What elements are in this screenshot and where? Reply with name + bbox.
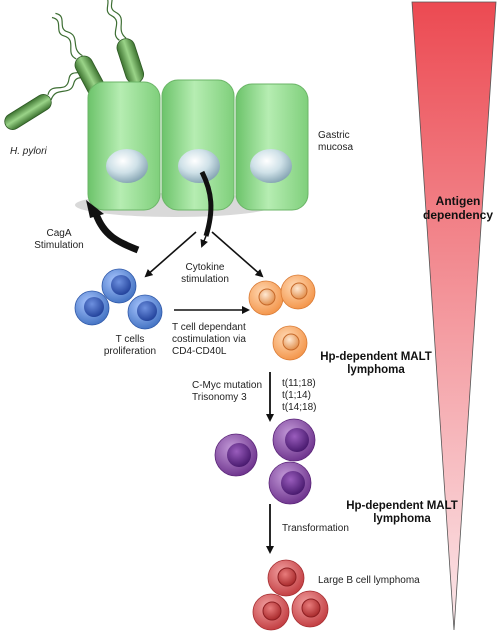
nucleus: [250, 149, 292, 183]
caga-line2: Stimulation: [34, 240, 84, 251]
translocation-1: t(11;18): [282, 378, 316, 389]
mucosa-cell: [235, 83, 309, 211]
hp-malt-1-line1: Hp-dependent MALT: [320, 351, 432, 363]
orange-cell: [272, 325, 308, 361]
t-cell: [101, 268, 137, 304]
hp-malt-2-line1: Hp-dependent MALT: [346, 500, 458, 512]
h-pylori-bacterium-icon: [102, 0, 145, 84]
purple-cell: [214, 433, 258, 477]
translocation-2: t(1;14): [282, 390, 311, 401]
translocation-3: t(14;18): [282, 402, 317, 413]
antigen-dependency-label: Antigen dependency: [418, 194, 498, 222]
hp-malt-lymphoma-label-2: Hp-dependent MALT lymphoma: [340, 500, 464, 526]
large-b-cell: [252, 593, 290, 631]
orange-cell: [248, 280, 284, 316]
trisomy-line2: Trisonomy 3: [192, 392, 247, 403]
mucosa-cell: [87, 81, 161, 211]
large-b-cell: [267, 559, 305, 597]
large-b-cell: [291, 590, 329, 628]
arrow-to-t-cells: [144, 231, 197, 278]
costim-line1: T cell dependant: [172, 322, 246, 333]
t-cell: [127, 294, 163, 330]
cytokine-stimulation-arrow: [199, 170, 214, 237]
costim-line2: costimulation via: [172, 334, 246, 345]
purple-cell: [268, 461, 312, 505]
cmyc-trisomy-label: C-Myc mutation Trisonomy 3: [192, 380, 262, 404]
mucosa-cell: [161, 79, 235, 211]
cytokine-line1: Cytokine: [185, 262, 225, 273]
costim-line3: CD4-CD40L: [172, 346, 227, 357]
h-pylori-label: H. pylori: [10, 146, 47, 157]
orange-cell: [280, 274, 316, 310]
t-cells-line1: T cells: [115, 334, 145, 345]
nucleus: [106, 149, 148, 183]
gastric-mucosa-line2: mucosa: [318, 142, 354, 153]
translocations-label: t(11;18) t(1;14) t(14;18): [282, 378, 316, 414]
hp-malt-1-line2: lymphoma: [347, 364, 405, 376]
cytokine-line2: stimulation: [181, 274, 229, 285]
caga-line1: CagA: [46, 228, 72, 239]
gastric-mucosa-label: Gastric mucosa: [318, 130, 353, 154]
t-cells-cluster: [74, 268, 163, 330]
gastric-mucosa-line1: Gastric: [318, 130, 350, 141]
antigen-dependency-line1: Antigen: [435, 194, 481, 208]
orange-cells-cluster: [248, 274, 316, 361]
purple-cells-cluster: [214, 418, 316, 505]
t-cell: [74, 290, 110, 326]
gastric-mucosa: [75, 79, 309, 217]
nucleus: [178, 149, 220, 183]
transformation-label: Transformation: [282, 523, 349, 534]
arrow-to-orange-cells: [211, 231, 264, 278]
t-cells-proliferation-label: T cells proliferation: [92, 334, 168, 358]
purple-cell: [272, 418, 316, 462]
t-cells-line2: proliferation: [103, 346, 157, 357]
large-b-cell-lymphoma-label: Large B cell lymphoma: [318, 575, 420, 586]
t-cell-costimulation-label: T cell dependant costimulation via CD4-C…: [172, 322, 246, 358]
antigen-dependency-line2: dependency: [422, 208, 494, 222]
cytokine-stimulation-label: Cytokine stimulation: [174, 262, 236, 286]
cmyc-line1: C-Myc mutation: [192, 380, 263, 391]
antigen-dependency-triangle: [411, 1, 497, 631]
hp-malt-2-line2: lymphoma: [373, 513, 431, 525]
large-b-cells-cluster: [252, 559, 329, 631]
caga-stimulation-arrow: [92, 212, 140, 254]
hp-malt-lymphoma-label-1: Hp-dependent MALT lymphoma: [314, 351, 438, 377]
caga-stimulation-label: CagA Stimulation: [26, 228, 92, 252]
